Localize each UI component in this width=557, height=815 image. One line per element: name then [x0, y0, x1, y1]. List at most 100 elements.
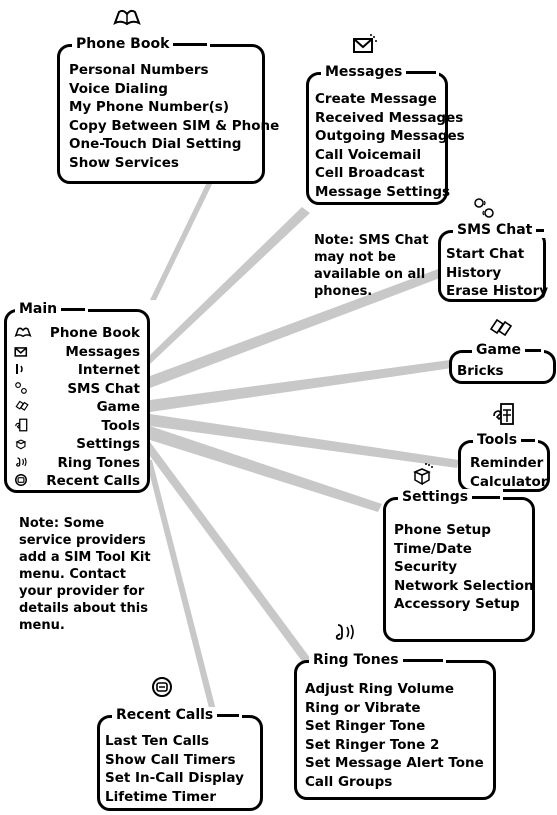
ring-tones-icon	[332, 621, 360, 647]
main-item-phone-book[interactable]: Phone Book	[14, 324, 140, 343]
ringtones-list: Adjust Ring Volume Ring or Vibrate Set R…	[297, 663, 493, 791]
main-item-internet[interactable]: Internet	[14, 361, 140, 380]
menu-item-accessory-setup[interactable]: Accessory Setup	[394, 596, 520, 612]
menu-item-adjust-ring-volume[interactable]: Adjust Ring Volume	[305, 681, 454, 697]
menu-item-set-ringer-tone[interactable]: Set Ringer Tone	[305, 718, 426, 734]
ray-recentcalls	[146, 460, 216, 712]
recentcalls-title: Recent Calls	[112, 707, 243, 723]
main-item-sms-chat[interactable]: SMS Chat	[14, 380, 140, 399]
ringtones-menu-box: Ring Tones Adjust Ring Volume Ring or Vi…	[294, 652, 496, 800]
menu-item-phone-setup[interactable]: Phone Setup	[394, 522, 491, 538]
menu-item-received-messages[interactable]: Received Messages	[315, 109, 464, 126]
menu-item-start-chat[interactable]: Start Chat	[446, 246, 525, 262]
menu-item-one-touch-dial-setting[interactable]: One-Touch Dial Setting	[69, 136, 242, 152]
main-item-settings[interactable]: Settings	[14, 435, 140, 454]
menu-item-copy-between-sim-phone[interactable]: Copy Between SIM & Phone	[69, 117, 280, 134]
phonebook-menu-box: Phone Book Personal Numbers Voice Dialin…	[57, 36, 280, 184]
settings-title: Settings	[398, 489, 504, 505]
smschat-title: SMS Chat	[453, 222, 548, 238]
ring-tones-icon	[14, 455, 30, 471]
menu-item-history[interactable]: History	[446, 264, 502, 281]
menu-item-erase-history[interactable]: Erase History	[446, 283, 549, 299]
main-item-game[interactable]: Game	[14, 398, 140, 417]
menu-item-create-message[interactable]: Create Message	[315, 91, 437, 107]
phonebook-icon	[112, 6, 142, 32]
messages-title: Messages	[321, 64, 440, 80]
main-item-label: Recent Calls	[46, 473, 140, 489]
ray-game	[150, 360, 452, 412]
messages-menu-box: Messages Create Message Received Message…	[306, 64, 465, 205]
main-item-label: Ring Tones	[57, 454, 141, 471]
main-item-label: Phone Book	[49, 325, 140, 341]
main-title: Main	[15, 301, 89, 317]
messages-icon	[14, 344, 30, 360]
menu-item-bricks[interactable]: Bricks	[457, 363, 504, 379]
menu-item-network-selection[interactable]: Network Selection	[394, 577, 534, 594]
tools-title: Tools	[473, 432, 539, 448]
game-title: Game	[472, 342, 545, 358]
phonebook-icon	[14, 325, 32, 341]
settings-list: Phone Setup Time/Date Security Network S…	[386, 500, 534, 614]
ray-phonebook	[150, 176, 216, 300]
main-item-label: Tools	[101, 417, 140, 434]
smschat-list: Start Chat History Erase History	[441, 233, 549, 301]
main-item-label: SMS Chat	[67, 380, 140, 397]
recentcalls-list: Last Ten Calls Show Call Timers Set In-C…	[100, 718, 260, 806]
main-list: Phone Book Messages Internet SMS Chat Ga…	[7, 312, 147, 491]
sms-chat-icon	[14, 381, 30, 397]
menu-item-outgoing-messages[interactable]: Outgoing Messages	[315, 128, 465, 144]
main-item-label: Game	[96, 399, 140, 415]
menu-item-set-ringer-tone-2[interactable]: Set Ringer Tone 2	[305, 736, 440, 753]
ray-messages	[150, 207, 310, 364]
menu-item-set-message-alert-tone[interactable]: Set Message Alert Tone	[305, 755, 484, 771]
sms-chat-icon	[472, 197, 496, 223]
menu-item-reminder[interactable]: Reminder	[470, 455, 544, 471]
recentcalls-menu-box: Recent Calls Last Ten Calls Show Call Ti…	[97, 707, 263, 811]
menu-item-call-voicemail[interactable]: Call Voicemail	[315, 146, 422, 163]
tools-list: Reminder Calculator	[461, 443, 547, 491]
main-item-label: Settings	[76, 436, 140, 452]
smschat-menu-box: SMS Chat Start Chat History Erase Histor…	[438, 222, 549, 302]
game-list: Bricks	[452, 353, 553, 381]
recent-calls-icon	[14, 473, 30, 489]
tools-icon	[14, 418, 30, 434]
game-menu-box: Game Bricks	[449, 342, 556, 384]
menu-item-lifetime-timer[interactable]: Lifetime Timer	[105, 788, 216, 805]
main-item-label: Messages	[65, 343, 140, 360]
main-item-tools[interactable]: Tools	[14, 417, 140, 436]
menu-item-message-settings[interactable]: Message Settings	[315, 183, 451, 200]
menu-item-personal-numbers[interactable]: Personal Numbers	[69, 62, 209, 78]
main-item-messages[interactable]: Messages	[14, 343, 140, 362]
main-item-ring-tones[interactable]: Ring Tones	[14, 454, 140, 473]
menu-item-voice-dialing[interactable]: Voice Dialing	[69, 80, 168, 97]
ray-ringtones	[150, 442, 319, 676]
menu-item-cell-broadcast[interactable]: Cell Broadcast	[315, 165, 425, 181]
tools-icon	[491, 402, 517, 430]
game-icon	[487, 317, 513, 343]
menu-item-my-phone-numbers[interactable]: My Phone Number(s)	[69, 99, 230, 115]
main-item-recent-calls[interactable]: Recent Calls	[14, 472, 140, 491]
menu-item-show-call-timers[interactable]: Show Call Timers	[105, 751, 236, 768]
messages-icon	[352, 33, 378, 59]
tools-menu-box: Tools Reminder Calculator	[458, 432, 550, 492]
menu-item-time-date[interactable]: Time/Date	[394, 540, 472, 557]
menu-item-security[interactable]: Security	[394, 559, 458, 575]
recent-calls-icon	[150, 675, 174, 703]
settings-icon	[410, 462, 436, 490]
main-item-label: Internet	[77, 362, 140, 378]
ray-tools	[150, 414, 459, 468]
menu-item-calculator[interactable]: Calculator	[470, 473, 548, 490]
settings-menu-box: Settings Phone Setup Time/Date Security …	[383, 489, 535, 642]
menu-item-call-groups[interactable]: Call Groups	[305, 773, 393, 790]
ringtones-title: Ring Tones	[309, 652, 446, 668]
menu-item-ring-or-vibrate[interactable]: Ring or Vibrate	[305, 699, 421, 716]
menu-item-set-in-call-display[interactable]: Set In-Call Display	[105, 770, 244, 786]
game-icon	[14, 399, 30, 415]
menu-item-last-ten-calls[interactable]: Last Ten Calls	[105, 733, 210, 749]
menu-item-show-services[interactable]: Show Services	[69, 154, 179, 171]
internet-icon	[14, 362, 30, 378]
ray-settings	[150, 426, 382, 512]
main-menu-box: Main Phone Book Messages Internet SMS Ch…	[4, 301, 150, 493]
